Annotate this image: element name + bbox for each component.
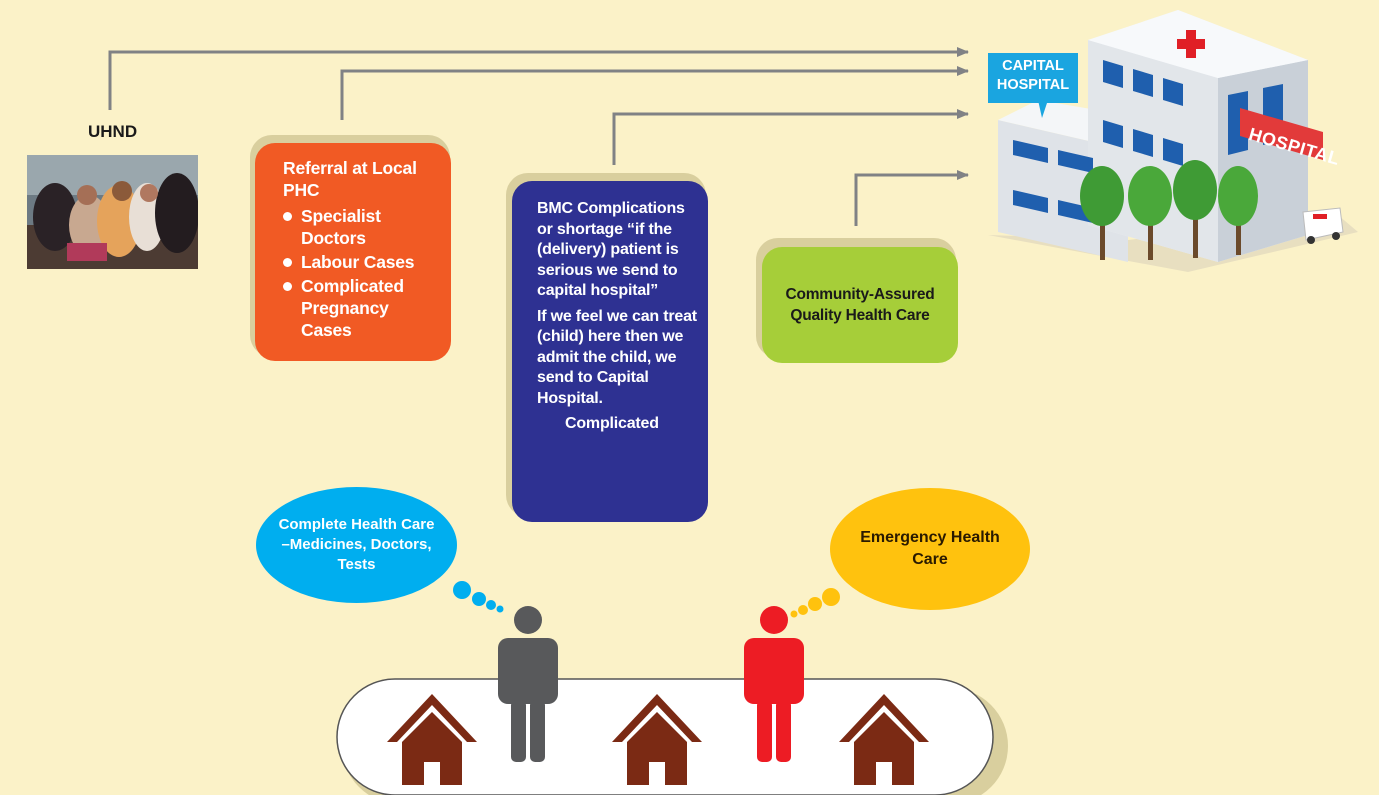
person-icon-gray: [498, 606, 558, 762]
community-text: Community-Assured Quality Health Care: [785, 286, 935, 324]
referral-box: Referral at Local PHC Specialist Doctors…: [255, 143, 451, 361]
arrow-bmc-to-hospital: [612, 109, 969, 165]
thought-dots-right: [790, 588, 840, 618]
uhnd-photo: [27, 155, 198, 269]
uhnd-label: UHND: [88, 122, 138, 141]
person-icon-red: [744, 606, 804, 762]
community-box: Community-Assured Quality Health Care: [762, 247, 958, 363]
referral-title: Referral at Local PHC: [283, 158, 417, 200]
capital-label-line2: HOSPITAL: [996, 77, 1070, 93]
bmc-complications-text: BMC Complications or shortage “if the (d…: [537, 200, 685, 299]
bmc-complicated-text: Complicated: [565, 415, 659, 432]
hospital-building-image: [988, 10, 1358, 272]
bmc-treat-text: If we feel we can treat (child) here the…: [537, 307, 697, 407]
list-item: Specialist Doctors: [283, 205, 437, 249]
arrow-community-to-hospital: [854, 170, 969, 226]
thought-bubble-complete-care: Complete Health Care –Medicines, Doctors…: [256, 487, 457, 603]
thought-bubble-emergency-care: Emergency Health Care: [830, 488, 1030, 610]
arrow-uhnd-to-hospital: [108, 47, 969, 110]
list-item: Labour Cases: [283, 251, 437, 273]
complete-care-text: Complete Health Care –Medicines, Doctors…: [278, 516, 435, 573]
emergency-care-text: Emergency Health Care: [860, 529, 1000, 568]
thought-dots-left: [453, 581, 504, 613]
house-icon-middle: [612, 694, 702, 785]
house-icon-right: [839, 694, 929, 785]
capital-label-line1: CAPITAL: [1002, 58, 1064, 74]
capital-hospital-label: CAPITAL HOSPITAL: [988, 53, 1078, 103]
bmc-box: BMC Complications or shortage “if the (d…: [512, 181, 708, 522]
referral-list: Specialist Doctors Labour Cases Complica…: [283, 205, 437, 341]
house-icon-left: [387, 694, 477, 785]
arrow-phc-to-hospital: [340, 66, 969, 120]
list-item: Complicated Pregnancy Cases: [283, 275, 437, 341]
